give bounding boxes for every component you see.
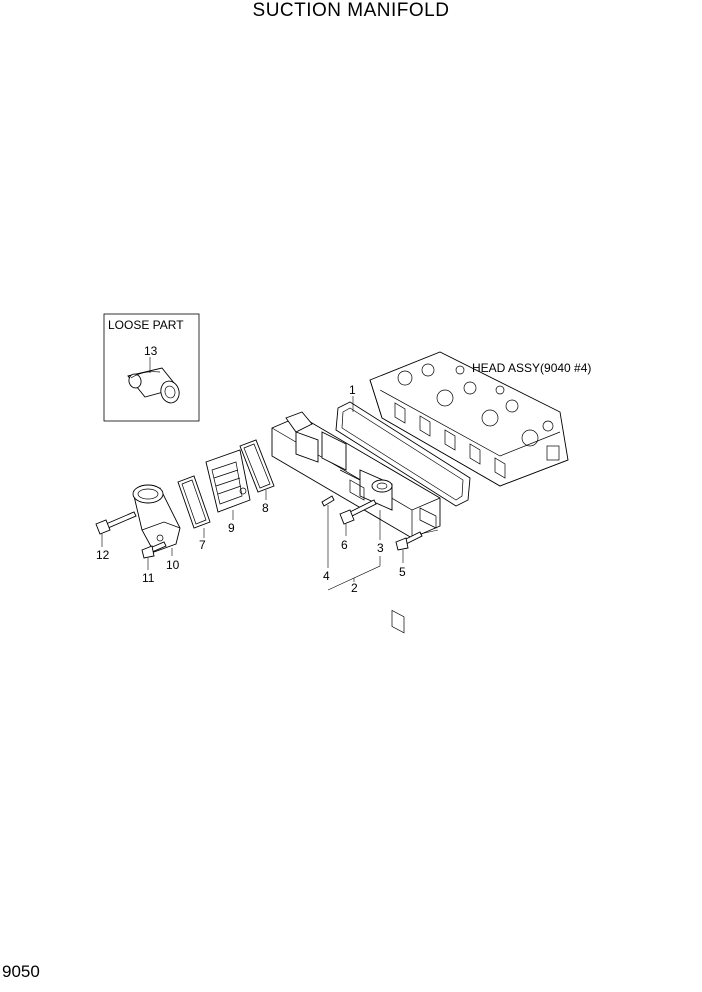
callout-2: 2 [351,581,358,595]
page-title: SUCTION MANIFOLD [252,0,450,21]
loose-part-box: LOOSE PART 13 [103,313,200,422]
callout-7: 7 [199,538,206,552]
part-6-bolt [339,499,377,525]
part-10-inlet-elbow [132,484,181,553]
callout-3: 3 [377,541,384,555]
callout-6: 6 [341,538,348,552]
callout-1: 1 [349,383,356,397]
page-number: 9050 [2,962,40,981]
cylinder-head [369,351,569,634]
callout-5: 5 [399,565,406,579]
part-3-suction-manifold [271,411,441,539]
callout-12: 12 [96,548,110,562]
callout-9: 9 [228,521,235,535]
part-7-gasket [177,475,211,529]
callout-13: 13 [144,344,158,358]
part-1-manifold-gasket [335,401,471,507]
assembly-bracket-2 [327,556,381,591]
loose-part-label: LOOSE PART [108,318,184,332]
callout-11: 11 [142,571,155,585]
part-9-heater-plate [205,449,251,513]
part-11-bolt [141,541,167,559]
callout-4: 4 [323,569,330,583]
part-4-stud [321,495,335,507]
head-assy-label: HEAD ASSY(9040 #4) [472,361,591,375]
callout-10: 10 [166,558,180,572]
part-12-bolt [95,511,137,535]
part-8-gasket [239,439,275,493]
part-5-bolt [395,531,423,551]
part-13-thermostat [127,367,180,404]
callout-8: 8 [262,501,269,515]
